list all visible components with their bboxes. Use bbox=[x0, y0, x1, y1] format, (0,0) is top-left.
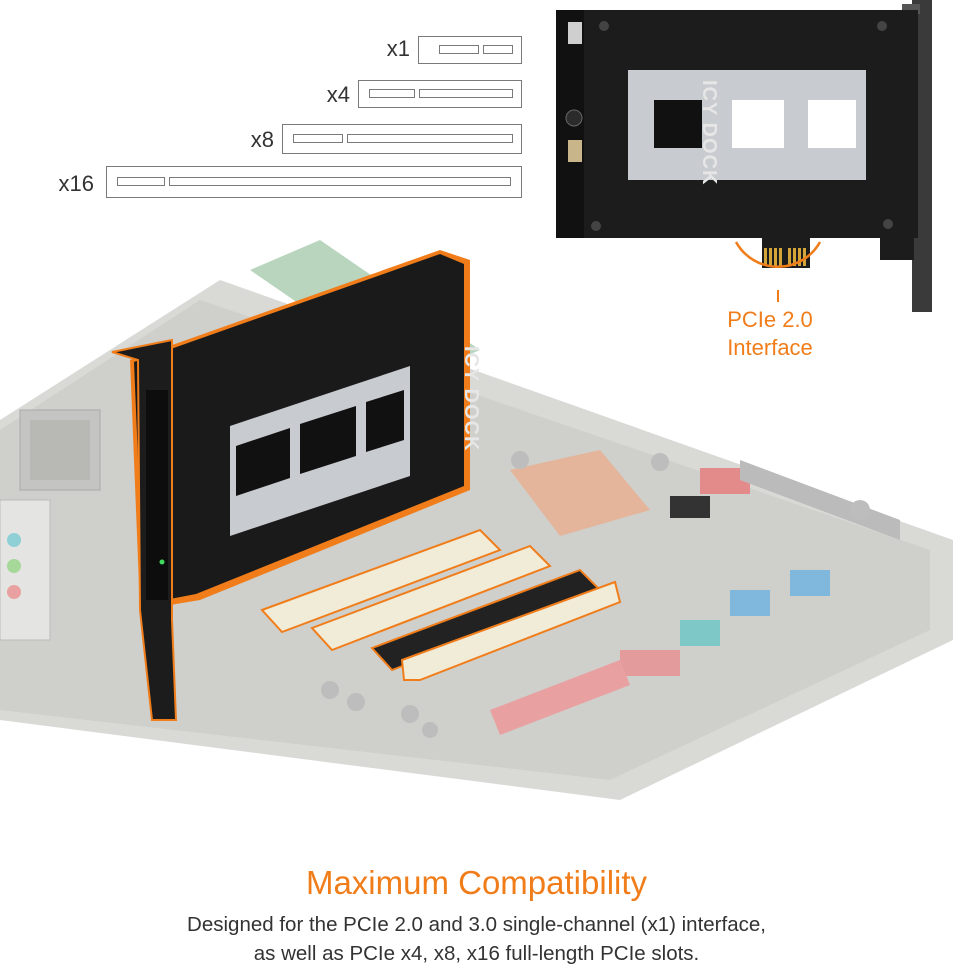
expansion-slots bbox=[260, 528, 622, 681]
slot-x1 bbox=[418, 36, 522, 64]
pcie-interface-callout: PCIe 2.0 Interface bbox=[710, 306, 830, 362]
capacitors bbox=[321, 451, 870, 738]
slot-x8-key-a bbox=[293, 134, 343, 143]
slot-x4-key-b bbox=[419, 89, 513, 98]
installed-card bbox=[111, 250, 470, 721]
slot-label-x16: x16 bbox=[58, 171, 94, 196]
slot-x8-key-b bbox=[347, 134, 513, 143]
slot-x16-key-a bbox=[117, 177, 165, 186]
slot-x4-key-a bbox=[369, 89, 415, 98]
io-panel bbox=[0, 499, 51, 641]
slot-x1-key-b bbox=[483, 45, 513, 54]
headline: Maximum Compatibility bbox=[305, 864, 648, 901]
heatsink bbox=[510, 450, 650, 536]
slot-label-x8: x8 bbox=[250, 127, 274, 152]
callout-line2: Interface bbox=[727, 335, 813, 360]
card-closeup bbox=[556, 0, 932, 312]
motherboard-illustration bbox=[0, 240, 953, 800]
installed-card-brand: ICY DOCK bbox=[460, 346, 482, 452]
slot-x4 bbox=[358, 80, 522, 108]
description-line-1: Designed for the PCIe 2.0 and 3.0 single… bbox=[187, 913, 766, 936]
slot-label-x1: x1 bbox=[386, 36, 410, 61]
slot-label-x4: x4 bbox=[326, 82, 350, 107]
connector-highlight-ring bbox=[734, 241, 822, 269]
slot-x16-key-b bbox=[169, 177, 511, 186]
card-closeup-gold-pins bbox=[764, 248, 806, 266]
description-line-2: as well as PCIe x4, x8, x16 full-length … bbox=[253, 942, 700, 965]
card-closeup-brand: ICY DOCK bbox=[698, 80, 720, 186]
callout-line1: PCIe 2.0 bbox=[727, 307, 813, 332]
slot-x8 bbox=[282, 124, 522, 154]
slot-x1-key-a bbox=[439, 45, 479, 54]
slot-x16 bbox=[106, 166, 522, 198]
